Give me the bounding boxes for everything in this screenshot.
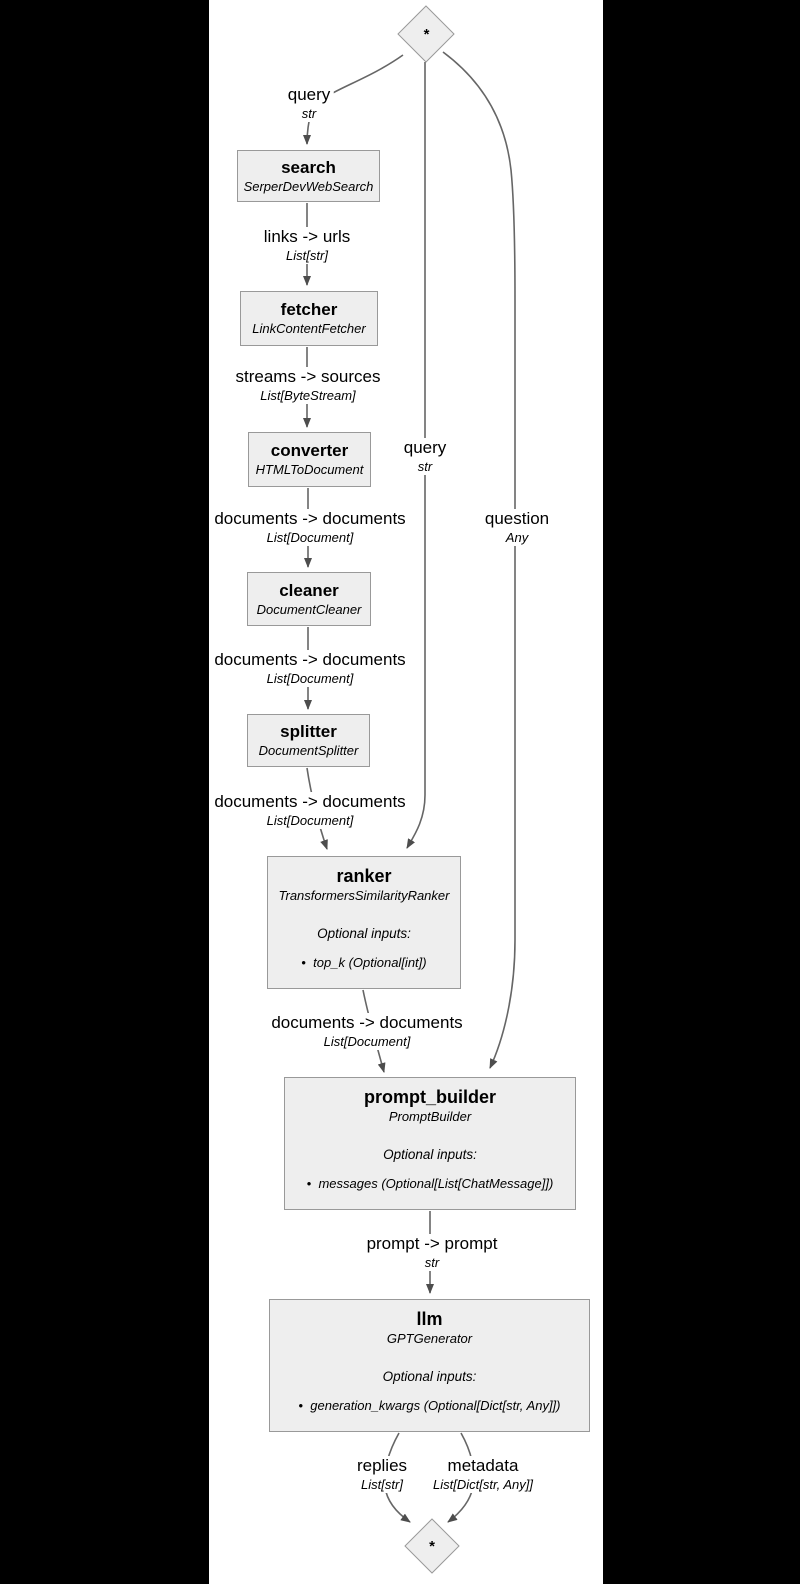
node-splitter-title: splitter (280, 722, 337, 741)
edge-label-documents-4: documents -> documents List[Document] (268, 1013, 466, 1050)
end-node-diamond (404, 1518, 460, 1574)
edge-label-type: List[str] (361, 1477, 403, 1492)
node-fetcher-class: LinkContentFetcher (252, 321, 366, 336)
node-prompt-builder-optional-input: messages (Optional[List[ChatMessage]]) (307, 1176, 553, 1192)
edge-label-name: prompt -> prompt (366, 1234, 498, 1253)
edge-start-to-ranker (406, 62, 426, 849)
node-fetcher: fetcher LinkContentFetcher (240, 291, 378, 346)
node-prompt-builder-title: prompt_builder (363, 1087, 496, 1107)
node-search: search SerperDevWebSearch (237, 150, 380, 202)
node-converter-title: converter (270, 441, 349, 460)
node-ranker-class: TransformersSimilarityRanker (278, 888, 450, 903)
edge-label-type: List[Document] (323, 1034, 411, 1049)
node-llm-title: llm (416, 1309, 443, 1329)
node-llm-optional-inputs-heading: Optional inputs: (382, 1369, 477, 1384)
edge-label-name: query (403, 438, 447, 457)
start-node-diamond (397, 5, 455, 63)
node-converter: converter HTMLToDocument (248, 432, 371, 487)
edge-label-prompt: prompt -> prompt str (363, 1234, 501, 1271)
edge-label-name: replies (356, 1456, 408, 1475)
edge-label-name: query (287, 85, 331, 104)
edge-label-type: str (417, 459, 433, 474)
edge-label-type: str (424, 1255, 440, 1270)
edge-label-name: documents -> documents (214, 650, 406, 669)
edge-label-query-mid: query str (400, 438, 450, 475)
node-fetcher-title: fetcher (280, 300, 338, 319)
edge-label-name: documents -> documents (271, 1013, 463, 1032)
edge-label-documents-2: documents -> documents List[Document] (211, 650, 409, 687)
edge-label-streams-sources: streams -> sources List[ByteStream] (232, 367, 384, 404)
node-splitter: splitter DocumentSplitter (247, 714, 370, 767)
edge-label-type: List[str] (286, 248, 328, 263)
node-cleaner-title: cleaner (279, 580, 339, 600)
edge-label-type: List[Document] (266, 530, 354, 545)
edge-label-query-input: query str (284, 85, 334, 122)
node-ranker-title: ranker (336, 866, 392, 886)
node-prompt-builder: prompt_builder PromptBuilder Optional in… (284, 1077, 576, 1210)
node-prompt-builder-optional-inputs-heading: Optional inputs: (383, 1147, 477, 1162)
edge-label-type: List[ByteStream] (260, 388, 356, 403)
edge-label-metadata: metadata List[Dict[str, Any]] (430, 1456, 536, 1493)
edge-label-type: Any (505, 530, 529, 545)
node-cleaner: cleaner DocumentCleaner (247, 572, 371, 626)
node-llm-optional-input: generation_kwargs (Optional[Dict[str, An… (298, 1398, 560, 1414)
edge-label-documents-1: documents -> documents List[Document] (211, 509, 409, 546)
node-ranker: ranker TransformersSimilarityRanker Opti… (267, 856, 461, 989)
node-cleaner-class: DocumentCleaner (256, 601, 362, 617)
edge-label-name: metadata (447, 1456, 519, 1475)
edge-label-question: question Any (481, 509, 553, 546)
edge-label-name: links -> urls (263, 227, 351, 246)
edge-label-name: documents -> documents (214, 792, 406, 811)
start-node-symbol: * (423, 26, 430, 43)
node-ranker-optional-input: top_k (Optional[int]) (301, 955, 426, 971)
node-splitter-class: DocumentSplitter (258, 743, 359, 758)
edge-label-name: streams -> sources (235, 367, 381, 386)
edge-label-type: List[Dict[str, Any]] (433, 1477, 533, 1492)
edge-label-type: str (301, 106, 317, 121)
edge-label-replies: replies List[str] (353, 1456, 411, 1493)
edge-start-to-prompt-builder (442, 51, 516, 1069)
node-llm-class: GPTGenerator (386, 1331, 473, 1346)
edge-label-name: question (484, 509, 550, 528)
end-node-symbol: * (429, 1538, 435, 1555)
node-search-class: SerperDevWebSearch (243, 178, 374, 194)
edge-label-name: documents -> documents (214, 509, 406, 528)
node-llm: llm GPTGenerator Optional inputs: genera… (269, 1299, 590, 1432)
node-ranker-optional-inputs-heading: Optional inputs: (317, 926, 411, 941)
node-prompt-builder-class: PromptBuilder (388, 1109, 472, 1124)
edge-label-links-urls: links -> urls List[str] (260, 227, 354, 264)
node-search-title: search (281, 157, 336, 177)
edge-label-type: List[Document] (266, 813, 354, 828)
node-converter-class: HTMLToDocument (255, 462, 364, 477)
edge-label-type: List[Document] (266, 671, 354, 686)
edge-label-documents-3: documents -> documents List[Document] (211, 792, 409, 829)
